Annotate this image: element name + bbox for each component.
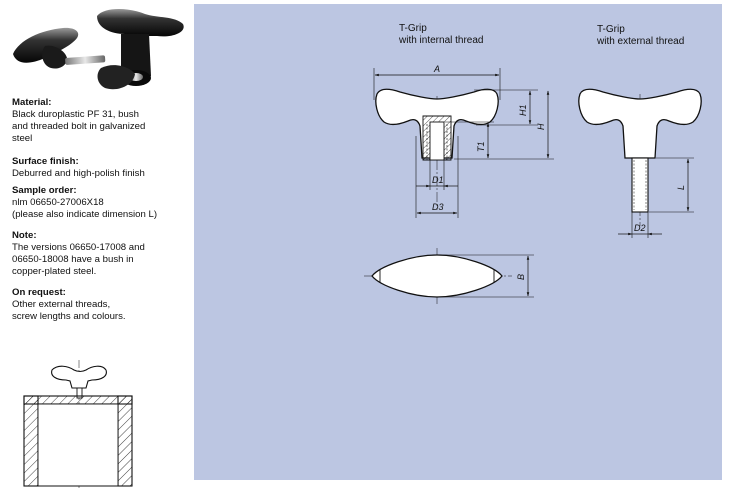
spec-note: Note: The versions 06650-17008 and 06650… (12, 230, 188, 278)
spec-material: Material: Black duroplastic PF 31, bush … (12, 97, 188, 145)
dim-label-D1: D1 (432, 175, 444, 185)
spec-heading: Material: (12, 97, 52, 108)
product-photo (13, 9, 184, 90)
dim-label-D3: D3 (432, 202, 444, 212)
spec-heading: Sample order: (12, 185, 77, 196)
spec-sample-order: Sample order: nlm 06650-27006X18 (please… (12, 185, 188, 221)
caption-external-thread: T-Grip with external thread (597, 24, 685, 47)
spec-heading: Note: (12, 230, 37, 241)
dim-label-B: B (516, 274, 526, 280)
spec-heading: Surface finish: (12, 156, 79, 167)
spec-body: Other external threads, screw lengths an… (12, 299, 126, 322)
mounting-drawing (23, 360, 133, 488)
spec-body: Black duroplastic PF 31, bush and thread… (12, 109, 146, 144)
technical-drawings: A H1 H T1 D1 D3 (364, 64, 702, 304)
top-view-drawing: B (364, 248, 534, 304)
internal-thread-drawing: A H1 H T1 D1 D3 (373, 64, 554, 218)
dim-label-H: H (536, 123, 546, 130)
external-thread-drawing: L D2 (578, 88, 702, 238)
left-column: Material: Black duroplastic PF 31, bush … (0, 0, 190, 489)
spec-body: nlm 06650-27006X18 (please also indicate… (12, 197, 158, 220)
dim-label-D2: D2 (634, 223, 646, 233)
dim-label-A: A (433, 64, 440, 74)
drawing-panel: T-Grip with internal thread T-Grip with … (194, 4, 722, 480)
dim-label-L: L (676, 185, 686, 190)
spec-on-request: On request: Other external threads, scre… (12, 287, 188, 323)
dim-label-H1: H1 (518, 104, 528, 116)
spec-surface-finish: Surface finish: Deburred and high-polish… (12, 156, 188, 180)
spec-body: The versions 06650-17008 and 06650-18008… (12, 242, 145, 277)
spec-body: Deburred and high-polish finish (12, 168, 145, 179)
caption-internal-thread: T-Grip with internal thread (399, 23, 484, 46)
spec-heading: On request: (12, 287, 66, 298)
dim-label-T1: T1 (476, 141, 486, 152)
